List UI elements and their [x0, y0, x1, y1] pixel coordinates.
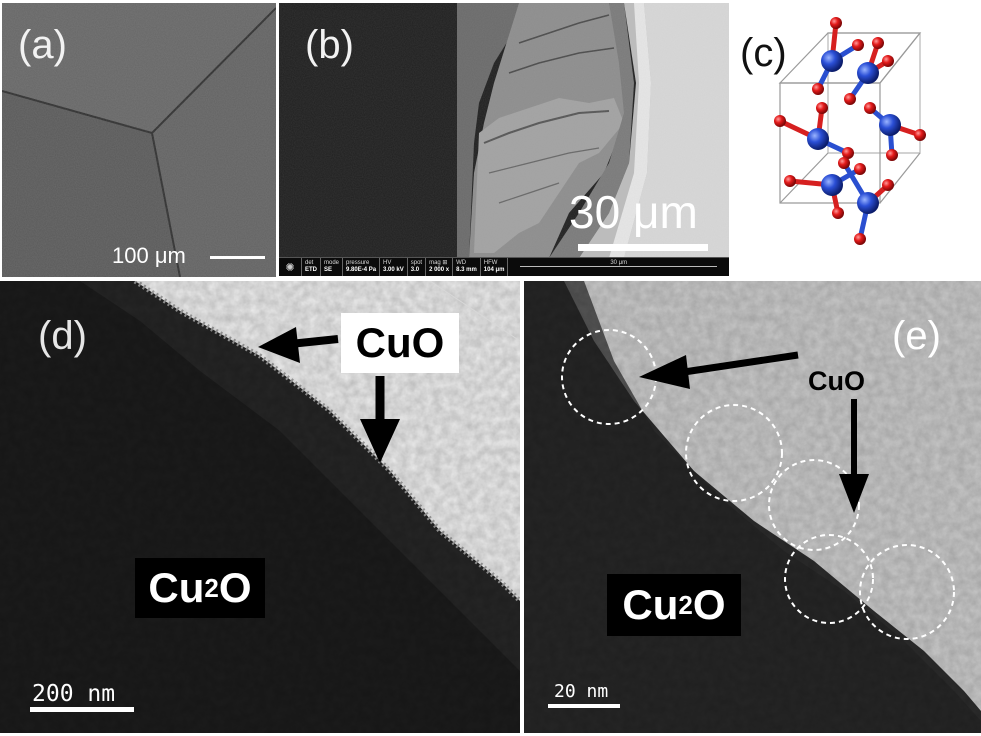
scale-bar-d: [30, 707, 134, 712]
panel-label-a: (a): [18, 23, 67, 67]
scale-bar-label-d: 200 nm: [32, 681, 116, 707]
scale-bar-e: [548, 704, 620, 708]
panel-label-b: (b): [305, 23, 354, 67]
fei-logo-icon: ✺: [285, 261, 295, 274]
cuo-label-e: CuO: [808, 366, 865, 396]
arrows-e: [639, 351, 869, 513]
tem-image-d: [0, 281, 520, 733]
info-scale-label: 30 μm: [610, 260, 628, 266]
panel-a-sem-surface: (a) 100 μm: [2, 3, 276, 277]
scale-bar-label-b: 30 μm: [569, 186, 698, 238]
scale-bar-b: [578, 244, 708, 251]
panel-label-c: (c): [740, 31, 787, 75]
cross-section-image: [279, 3, 729, 276]
info-cell: mag ⊞2 000 x: [425, 258, 452, 276]
panel-c-crystal-structure: (c): [740, 3, 981, 268]
info-scale-cell: 30 μm: [507, 258, 729, 276]
scale-bar-a: [210, 256, 265, 259]
grain-boundary-image: [2, 3, 276, 277]
unit-cell-box: [778, 32, 922, 204]
cuo-label-d: CuO: [341, 313, 459, 373]
copper-atoms: [807, 50, 901, 214]
panel-label-d: (d): [38, 314, 87, 358]
nanoparticle-circles: [561, 329, 955, 640]
scale-bar-label-e: 20 nm: [554, 681, 609, 702]
arrows-d: [258, 327, 400, 463]
unit-cell-diagram: [774, 17, 926, 245]
scale-bar-label-a: 100 μm: [112, 243, 186, 268]
panel-label-e: (e): [892, 314, 941, 358]
oxygen-atoms: [774, 17, 926, 245]
